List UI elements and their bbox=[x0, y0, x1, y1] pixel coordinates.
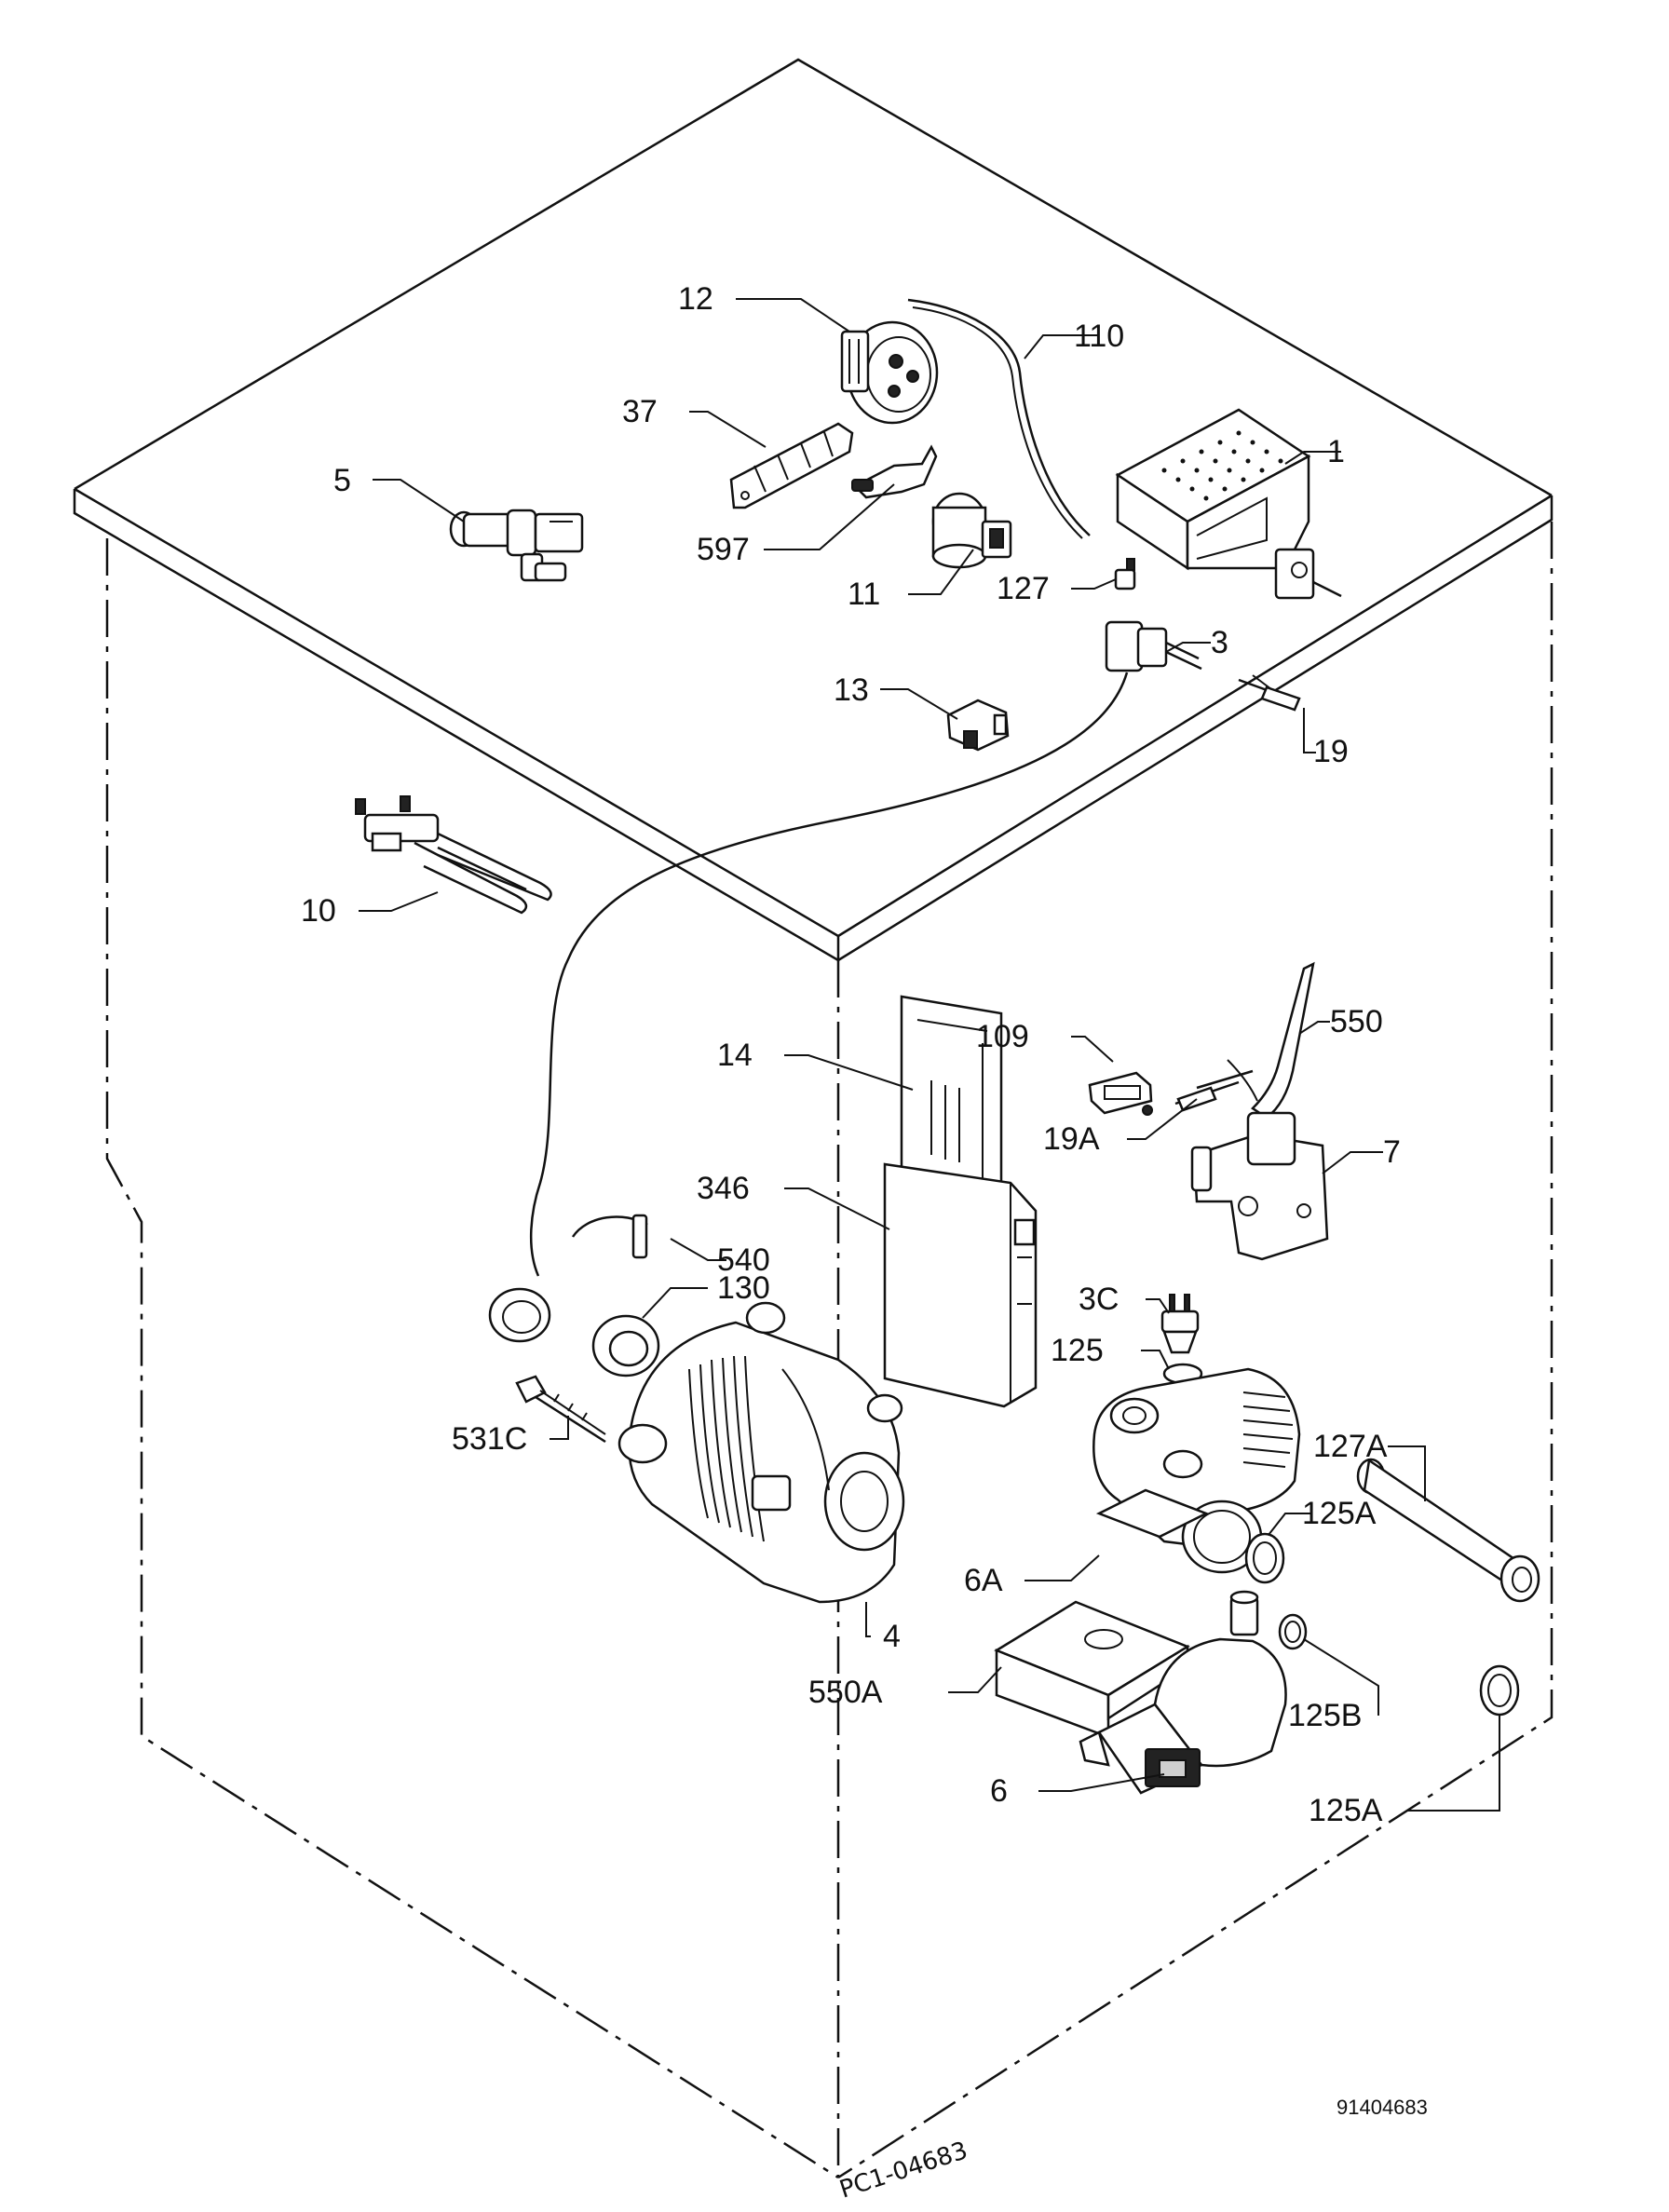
label-6: 6 bbox=[990, 1773, 1008, 1809]
part-19-sensor bbox=[1238, 674, 1301, 712]
part-127a-pipe bbox=[1356, 1458, 1540, 1603]
part-19a-sensor bbox=[1174, 1080, 1240, 1112]
label-550a: 550A bbox=[808, 1675, 883, 1710]
part-12-pressure-switch bbox=[840, 320, 939, 425]
part-125b-seal bbox=[1278, 1613, 1308, 1650]
part-125a-seal-lower bbox=[1479, 1664, 1520, 1717]
label-11: 11 bbox=[848, 577, 880, 612]
label-531c: 531C bbox=[452, 1421, 527, 1457]
label-19: 19 bbox=[1313, 734, 1349, 769]
label-14: 14 bbox=[717, 1038, 753, 1073]
pump-housing bbox=[1092, 1367, 1301, 1574]
part-125a-seal-upper bbox=[1244, 1532, 1285, 1584]
label-6a: 6A bbox=[964, 1563, 1003, 1598]
part-labels: 12 110 37 1 5 597 11 127 3 13 19 10 109 … bbox=[301, 281, 1401, 1828]
part-5-valve bbox=[449, 509, 584, 582]
part-37-bracket bbox=[729, 422, 854, 509]
part-3-switch bbox=[1105, 620, 1202, 672]
label-7: 7 bbox=[1383, 1134, 1401, 1170]
label-12: 12 bbox=[678, 281, 713, 317]
part-127-connector bbox=[1114, 558, 1136, 590]
part-531c-screw bbox=[515, 1375, 606, 1444]
part-540-clamp bbox=[571, 1214, 648, 1259]
label-127: 127 bbox=[997, 571, 1050, 606]
part-7-door-lock bbox=[1190, 1111, 1329, 1261]
part-10-heating-element bbox=[355, 795, 552, 915]
handwritten-note: PC1-04683 bbox=[836, 2137, 971, 2205]
part-346-filter-housing bbox=[883, 1162, 1038, 1408]
cabinet-outline bbox=[73, 58, 1554, 2179]
label-597: 597 bbox=[697, 532, 750, 567]
label-1: 1 bbox=[1327, 434, 1345, 469]
label-10: 10 bbox=[301, 893, 336, 929]
document-number: 91404683 bbox=[1337, 2096, 1428, 2119]
label-125a-bottom: 125A bbox=[1309, 1793, 1383, 1828]
label-3: 3 bbox=[1211, 625, 1228, 660]
label-5: 5 bbox=[333, 463, 351, 498]
part-4-motor bbox=[617, 1301, 905, 1604]
label-3c: 3C bbox=[1079, 1282, 1119, 1317]
label-13: 13 bbox=[834, 672, 869, 708]
label-125: 125 bbox=[1051, 1333, 1104, 1368]
part-11-capacitor bbox=[931, 492, 1012, 569]
label-346: 346 bbox=[697, 1171, 750, 1206]
label-130: 130 bbox=[717, 1270, 770, 1306]
part-6-drain-pump bbox=[1079, 1590, 1287, 1795]
label-550: 550 bbox=[1330, 1004, 1383, 1039]
label-127a: 127A bbox=[1313, 1429, 1388, 1464]
part-597-clip bbox=[851, 444, 938, 499]
part-1-programmer bbox=[1115, 408, 1342, 600]
part-130-grommet bbox=[488, 1287, 660, 1377]
label-125a-top: 125A bbox=[1302, 1496, 1377, 1531]
label-109: 109 bbox=[976, 1019, 1029, 1054]
part-13-connector bbox=[946, 699, 1010, 752]
label-125b: 125B bbox=[1288, 1698, 1362, 1733]
part-3c-sensor bbox=[1160, 1294, 1200, 1354]
label-110: 110 bbox=[1074, 319, 1124, 354]
label-19a: 19A bbox=[1043, 1121, 1100, 1157]
label-37: 37 bbox=[622, 394, 658, 429]
part-109-clip bbox=[1088, 1071, 1153, 1116]
switch-cable bbox=[529, 672, 1129, 1277]
part-110-hose bbox=[907, 298, 1091, 536]
leader-lines bbox=[359, 298, 1500, 1812]
label-4: 4 bbox=[883, 1619, 901, 1654]
label-540: 540 bbox=[717, 1242, 770, 1278]
part-550a-bracket bbox=[994, 1600, 1190, 1739]
